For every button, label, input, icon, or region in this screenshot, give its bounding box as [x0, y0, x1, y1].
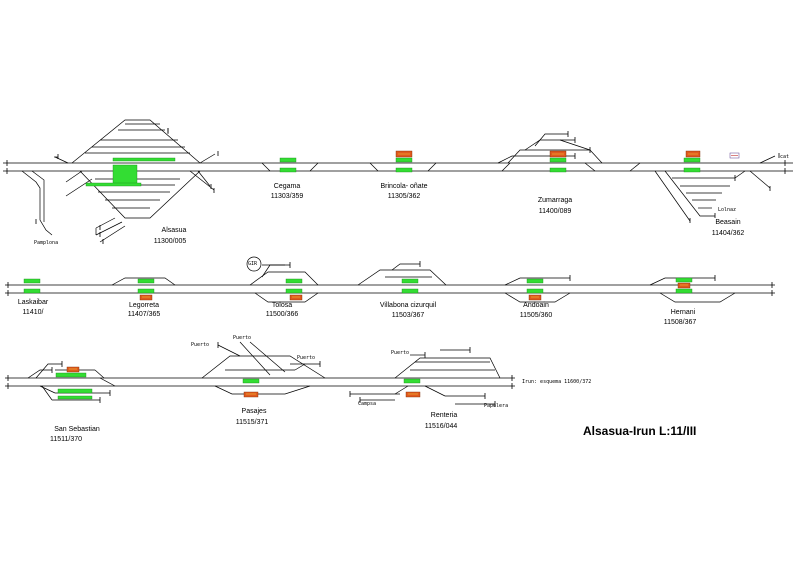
platform — [112, 157, 176, 162]
siding-label-pamplona: Pamplona — [34, 240, 59, 246]
station-code: 11300/005 — [153, 238, 187, 245]
platform — [675, 277, 693, 283]
platform — [55, 372, 87, 378]
siding-label-puerto: Puerto — [391, 350, 410, 356]
station-code: 11511/370 — [49, 436, 83, 443]
station-name: Alsasua — [161, 227, 187, 234]
siding-label-campsa: Campsa — [358, 401, 377, 407]
siding-label-papelera: Papelera — [484, 403, 509, 409]
platform — [549, 167, 567, 173]
station-code: 11500/366 — [265, 311, 299, 318]
station-name: Villabona cizurquil — [379, 302, 437, 309]
siding-label-lolnaz: Lolnaz — [718, 207, 737, 213]
station-name: Andoain — [523, 302, 549, 309]
station-code: 11400/089 — [538, 208, 572, 215]
station-code: 11303/359 — [270, 193, 304, 200]
station-name: Zumarraga — [537, 197, 573, 204]
platform — [395, 167, 413, 173]
platform — [395, 157, 413, 163]
platform — [285, 278, 303, 284]
platform — [279, 157, 297, 163]
platform — [401, 288, 419, 294]
station-code: 11404/362 — [711, 230, 745, 237]
siding-label-puerto: Puerto — [191, 342, 210, 348]
platform — [526, 288, 544, 294]
platform — [549, 157, 567, 163]
platform — [23, 288, 41, 294]
station-code: 11515/371 — [235, 419, 269, 426]
irun-connection-label: Irun: esquema 11600/372 — [522, 379, 592, 385]
platform — [57, 395, 93, 400]
platform — [683, 157, 701, 163]
station-code: 11505/360 — [519, 312, 553, 319]
siding-label-gir: GIR — [248, 261, 258, 267]
platform — [401, 278, 419, 284]
turntable — [246, 256, 262, 272]
station-name: Cegama — [273, 183, 301, 190]
station-code: 11508/367 — [663, 319, 697, 326]
platform — [279, 167, 297, 173]
platform — [137, 288, 155, 294]
platform — [112, 164, 138, 186]
station-code: 11410/ — [22, 309, 44, 316]
station-name: Legorreta — [129, 302, 159, 309]
station-code: 11503/367 — [391, 312, 425, 319]
station-name: San Sebastian — [54, 426, 100, 433]
platform — [285, 288, 303, 294]
station-name: Renteria — [430, 412, 458, 419]
platform — [683, 167, 701, 173]
diagram-title: Alsasua-Irun L:11/III — [583, 424, 697, 438]
siding-label-cat: cat — [780, 154, 790, 160]
platform — [526, 278, 544, 284]
station-code: 11516/044 — [424, 423, 458, 430]
station-code: 11407/365 — [127, 311, 161, 318]
platform — [23, 278, 41, 284]
siding-label-puerto: Puerto — [297, 355, 316, 361]
siding-label-puerto: Puerto — [233, 335, 252, 341]
station-code: 11305/362 — [387, 193, 421, 200]
station-name: Tolosa — [271, 302, 293, 309]
platform — [85, 182, 142, 187]
platform — [137, 278, 155, 284]
platform — [675, 288, 693, 294]
platform — [403, 378, 421, 384]
station-name: Beasain — [715, 219, 741, 226]
platform — [242, 378, 260, 384]
platform — [57, 388, 93, 394]
station-buildings — [66, 150, 740, 398]
station-name: Brincola- oñate — [380, 183, 428, 190]
station-name: Hernani — [670, 309, 696, 316]
station-name: Pasajes — [241, 408, 267, 415]
station-name: Laskaibar — [17, 299, 49, 306]
